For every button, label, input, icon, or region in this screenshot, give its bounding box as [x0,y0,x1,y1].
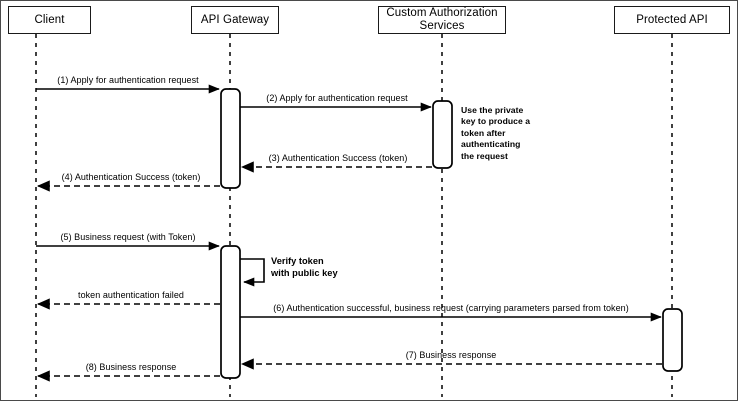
lifeline-label-custom-auth-line1: Custom Authorization [386,7,498,20]
message-label-8: (8) Business response [85,362,177,372]
message-label-7: (7) Business response [405,350,497,360]
message-label-1: (1) Apply for authentication request [57,75,199,85]
activation-custom-auth-1 [432,100,453,169]
self-message-label-line1: Verify token [271,256,324,266]
self-message-label-line2: with public key [271,268,338,279]
lifeline-header-custom-authorization-services[interactable]: Custom Authorization Services [378,6,506,34]
lifeline-header-client[interactable]: Client [8,6,91,34]
lifeline-label-protected-api: Protected API [636,13,708,26]
note-line-5: the request [461,150,508,161]
note-line-2: key to produce a [461,116,531,127]
self-message-verify-token [240,258,265,287]
self-message-label-verify-token: Verify token with public key [271,255,338,279]
activation-api-gateway-1 [220,88,241,189]
note-line-4: authenticating [461,139,521,150]
message-label-3: (3) Authentication Success (token) [268,153,408,163]
note-line-3: token after [461,127,506,138]
lifeline-header-protected-api[interactable]: Protected API [614,6,730,34]
lifeline-label-custom-auth-line2: Services [419,20,465,32]
lifeline-label-api-gateway: API Gateway [200,13,270,26]
note-line-1: Use the private [461,105,524,115]
lifeline-label-client: Client [34,13,65,26]
message-label-4: (4) Authentication Success (token) [61,172,201,182]
activation-protected-api-1 [662,308,683,372]
activation-api-gateway-2 [220,245,241,379]
message-label-6: (6) Authentication successful, business … [273,303,629,313]
message-label-2: (2) Apply for authentication request [266,93,408,103]
lifeline-header-api-gateway[interactable]: API Gateway [191,6,279,34]
message-label-token-auth-failed: token authentication failed [78,290,184,300]
note-private-key: Use the private key to produce a token a… [461,105,530,162]
message-label-5: (5) Business request (with Token) [60,232,196,242]
